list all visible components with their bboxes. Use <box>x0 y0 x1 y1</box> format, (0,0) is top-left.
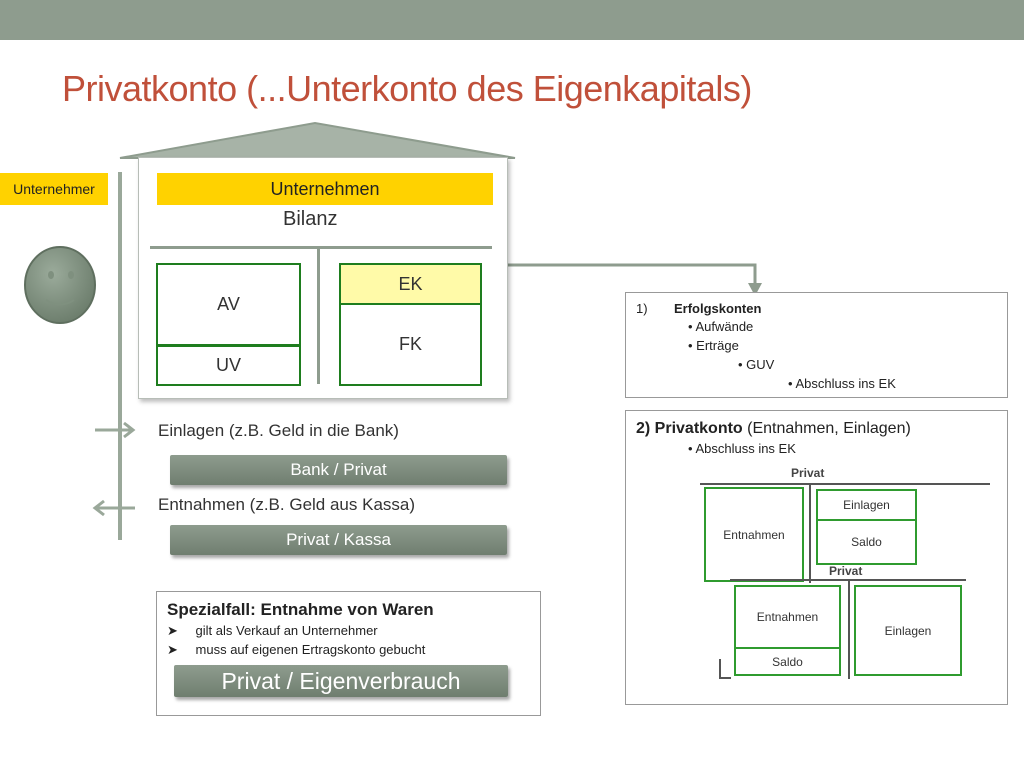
company-label: Unternehmen <box>157 173 493 205</box>
account-uv: UV <box>156 345 301 386</box>
privatkonto-title: 2) Privatkonto <box>636 420 743 437</box>
item-text: Abschluss ins EK <box>795 376 896 391</box>
top-bar <box>0 0 1024 40</box>
entnahmen-entry: Privat / Kassa <box>170 525 507 555</box>
erfolgskonten-panel: 1) Erfolgskonten • Aufwände • Erträge • … <box>625 292 1008 398</box>
privatkonto-bullet: • Abschluss ins EK <box>688 441 796 456</box>
erfolgskonten-item-4: • Abschluss ins EK <box>788 376 896 391</box>
balance-center-line <box>317 249 320 384</box>
entnahmen-text: Entnahmen (z.B. Geld aus Kassa) <box>158 495 416 514</box>
t2-saldo: Saldo <box>734 647 841 676</box>
special-case-title: Spezialfall: Entnahme von Waren <box>167 600 434 619</box>
account-ek: EK <box>339 263 482 305</box>
einlagen-text: Einlagen (z.B. Geld in die Bank) <box>158 421 399 440</box>
t1-header: Privat <box>791 466 825 480</box>
erfolgskonten-item-2: • Erträge <box>688 338 739 353</box>
item-text: GUV <box>746 357 775 372</box>
account-fk: FK <box>339 303 482 386</box>
erfolgskonten-title: Erfolgskonten <box>674 301 762 316</box>
t2-einlagen: Einlagen <box>854 585 962 676</box>
arrow-bullet-icon: ➤ <box>167 623 178 638</box>
bullet-text: gilt als Verkauf an Unternehmer <box>195 623 378 638</box>
special-case-panel: Spezialfall: Entnahme von Waren ➤ gilt a… <box>156 591 541 716</box>
t2-header: Privat <box>829 564 863 578</box>
t2-entnahmen: Entnahmen <box>734 585 841 649</box>
balance-divider <box>150 246 492 249</box>
special-case-bullet-2: ➤ muss auf eigenen Ertragskonto gebucht <box>167 642 425 658</box>
special-case-bullet-1: ➤ gilt als Verkauf an Unternehmer <box>167 623 378 639</box>
t1-einlagen: Einlagen <box>816 489 917 521</box>
t1-saldo: Saldo <box>816 519 917 565</box>
erfolgskonten-item-1: • Aufwände <box>688 319 754 334</box>
account-av: AV <box>156 263 301 346</box>
privatkonto-heading: 2) Privatkonto (Entnahmen, Einlagen) <box>636 420 911 438</box>
t1-top-line <box>700 483 990 485</box>
bullet-text: muss auf eigenen Ertragskonto gebucht <box>195 642 426 657</box>
t2-left-tick <box>719 659 721 679</box>
privatkonto-panel: 2) Privatkonto (Entnahmen, Einlagen) • A… <box>625 410 1008 705</box>
erfolgskonten-item-3: • GUV <box>738 357 775 372</box>
balance-label: Bilanz <box>283 208 338 230</box>
t1-center-line <box>809 483 811 583</box>
arrow-bullet-icon: ➤ <box>167 642 178 657</box>
slide-title: Privatkonto (...Unterkonto des Eigenkapi… <box>62 68 752 109</box>
t2-left-foot <box>719 677 731 679</box>
einlagen-entry: Bank / Privat <box>170 455 507 485</box>
item-text: Erträge <box>696 338 739 353</box>
item-text: Aufwände <box>695 319 754 334</box>
privatkonto-subtitle: (Entnahmen, Einlagen) <box>747 420 911 437</box>
smiley-icon <box>24 246 96 324</box>
erfolgskonten-number: 1) <box>636 301 648 316</box>
eigenverbrauch-entry: Privat / Eigenverbrauch <box>174 665 508 697</box>
bullet-text: Abschluss ins EK <box>695 441 796 456</box>
t2-center-line <box>848 579 850 679</box>
t1-entnahmen: Entnahmen <box>704 487 804 582</box>
owner-label: Unternehmer <box>0 173 108 205</box>
